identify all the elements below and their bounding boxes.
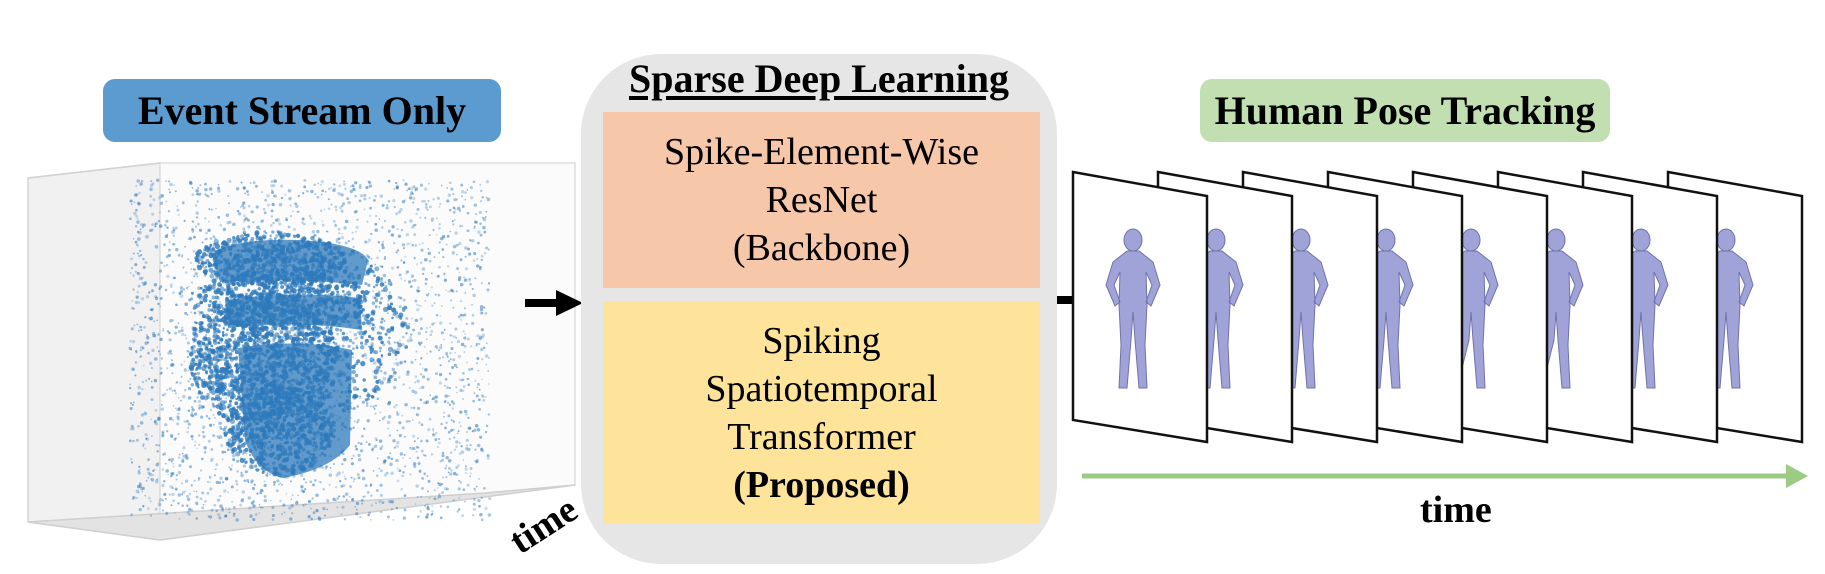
transformer-box: Spiking Spatiotemporal Transformer (Prop… [603,302,1040,524]
backbone-line: ResNet [765,179,878,221]
backbone-line: (Backbone) [732,227,911,269]
event-points [128,178,492,522]
transformer-line: Spiking [762,320,881,362]
pose-frames [1071,170,1804,444]
arrow-to-model [525,290,583,316]
input-time-label: time [502,488,585,562]
pose-frame [1071,170,1209,444]
proposed-tag: (Proposed) [733,464,910,506]
output-time-label: time [1420,489,1492,531]
human-figure [1105,228,1161,389]
model-title: Sparse Deep Learning [629,56,1009,101]
backbone-line: Spike-Element-Wise [663,131,980,173]
transformer-line: Transformer [727,416,916,458]
transformer-line: Spatiotemporal [705,368,938,410]
event-stream-label: Event Stream Only [103,79,501,142]
output-time-arrow [1082,464,1808,488]
backbone-box: Spike-Element-Wise ResNet (Backbone) [603,112,1040,288]
pose-tracking-label: Human Pose Tracking [1200,79,1610,142]
